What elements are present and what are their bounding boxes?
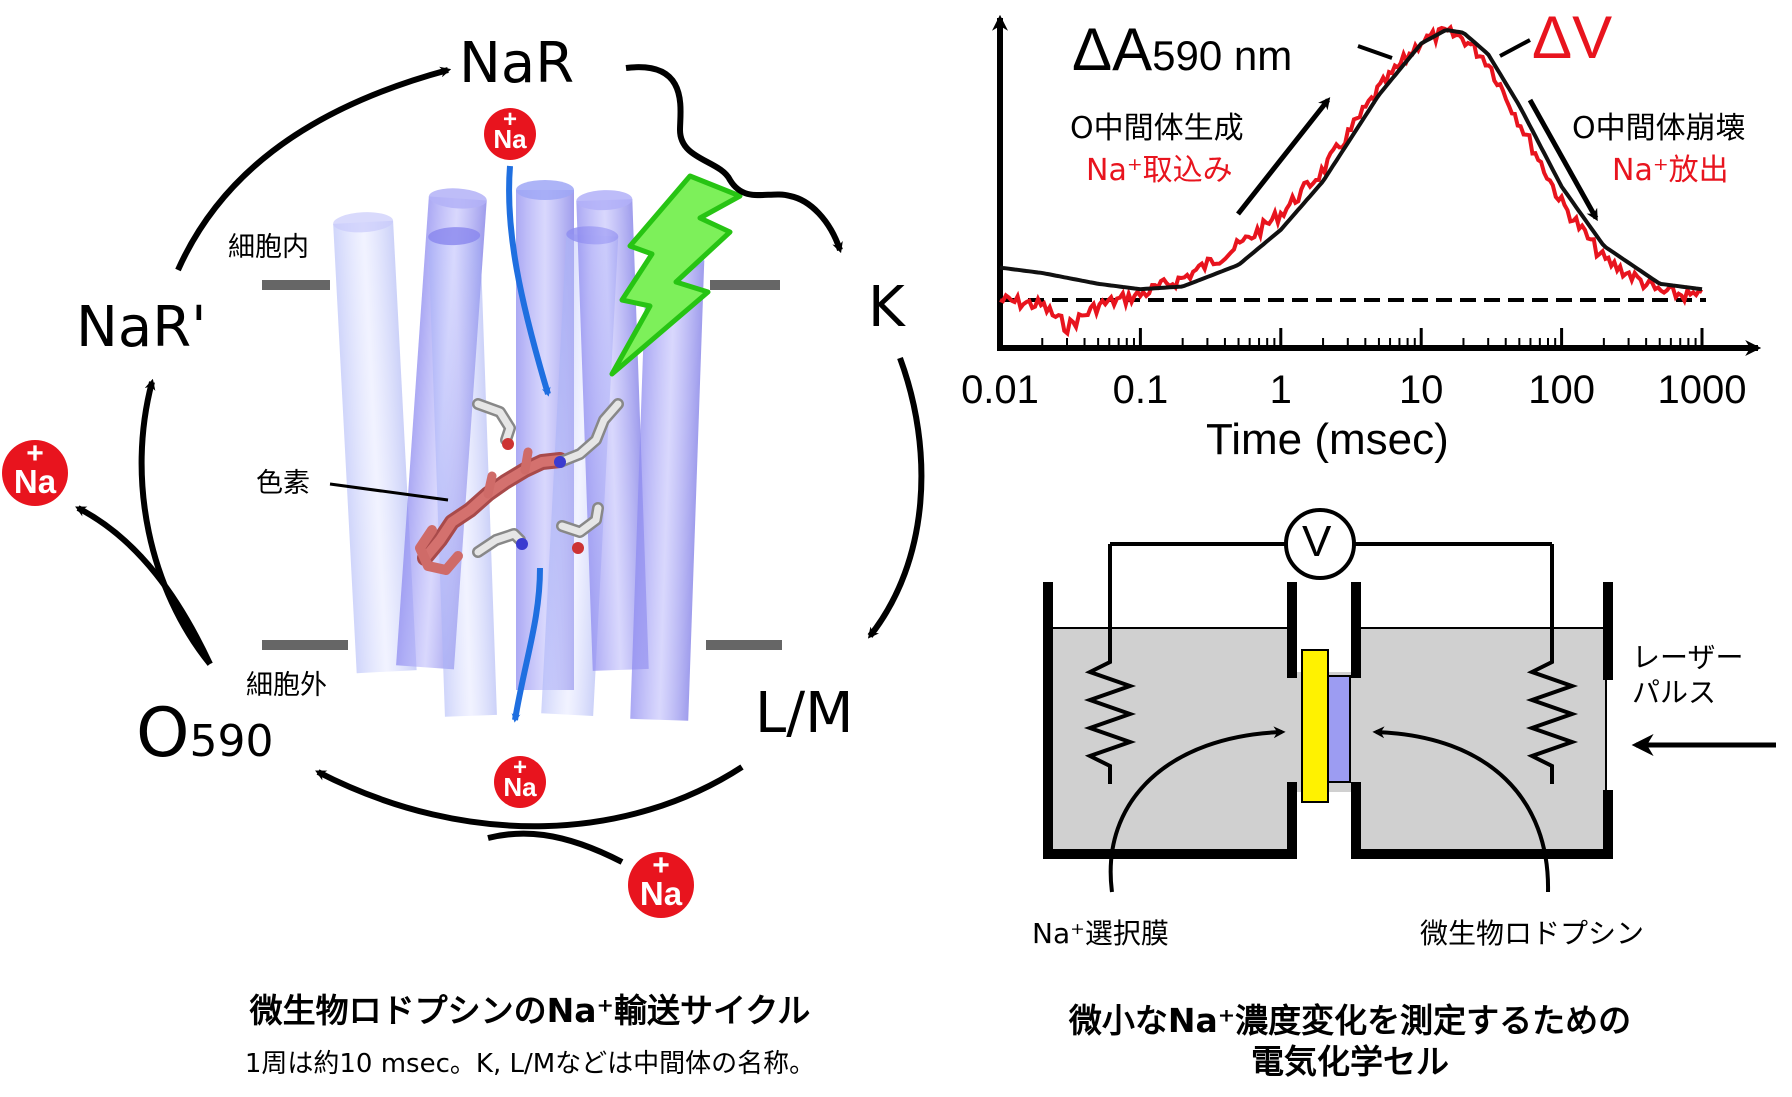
abs-label-main: ΔA bbox=[1072, 16, 1153, 83]
x-axis-ticks bbox=[998, 328, 1704, 348]
cycle-arrow-lm-to-o bbox=[315, 764, 744, 830]
state-label-o-sub: 590 bbox=[189, 716, 274, 767]
laser-pulse-label: レーザー パルス bbox=[1632, 641, 1744, 709]
voltmeter-label: V bbox=[1302, 517, 1332, 566]
membrane-top-right bbox=[710, 280, 780, 290]
cycle-arrow-o-to-narp bbox=[138, 378, 213, 666]
label-chromophore: 色素 bbox=[256, 468, 310, 499]
transport-cycle-diagram bbox=[75, 64, 925, 865]
membrane-top-left bbox=[262, 280, 330, 290]
state-label-nar: NaR bbox=[459, 31, 575, 96]
sodium-ion-icon: +Na bbox=[628, 851, 694, 918]
x-tick-label: 100 bbox=[1528, 368, 1595, 412]
sodium-ion-icon: +Na bbox=[2, 439, 68, 506]
x-tick-label: 1000 bbox=[1657, 368, 1747, 412]
series-line-voltage bbox=[999, 23, 1704, 338]
state-label-o-main: O bbox=[136, 694, 190, 773]
state-label-lm: L/M bbox=[755, 681, 854, 746]
x-tick-label: 0.01 bbox=[961, 368, 1039, 412]
state-label-o590: O590 bbox=[136, 700, 274, 768]
kinetics-chart bbox=[992, 14, 1762, 356]
state-label-k: K bbox=[868, 275, 905, 340]
cycle-caption-title: 微生物ロドプシンのNa⁺輸送サイクル bbox=[249, 991, 811, 1030]
cycle-caption-subtitle: 1周は約10 msec。K, L/Mなどは中間体の名称。 bbox=[244, 1049, 816, 1079]
electrochemical-cell-diagram bbox=[1043, 508, 1776, 893]
solution-left bbox=[1048, 628, 1294, 854]
cell-wall-right bbox=[1351, 782, 1613, 859]
state-label-narp: NaR' bbox=[76, 295, 207, 360]
abs-label-sub: 590 nm bbox=[1152, 32, 1293, 79]
x-axis-label: Time (msec) bbox=[1206, 415, 1449, 464]
label-cell-inside: 細胞内 bbox=[228, 232, 309, 263]
cycle-arrow-nar-to-k-wavy bbox=[625, 64, 843, 254]
rhodopsin-layer bbox=[1327, 675, 1351, 783]
light-lightning-icon bbox=[609, 173, 743, 377]
x-tick-label: 10 bbox=[1398, 368, 1444, 412]
decay-annotation: O中間体崩壊 bbox=[1572, 111, 1746, 146]
cell-wall-left bbox=[1043, 582, 1297, 859]
ion-path-arrow-out bbox=[511, 567, 543, 723]
electrode-right bbox=[1525, 544, 1579, 784]
rise-annotation: O中間体生成 bbox=[1070, 111, 1244, 146]
helix-1 bbox=[333, 212, 417, 674]
rise-annotation-sub: Na⁺取込み bbox=[1086, 153, 1233, 188]
membrane-bottom-right bbox=[706, 640, 782, 650]
sodium-ion-icon: +Na bbox=[484, 108, 536, 160]
cycle-arrow-k-to-lm bbox=[867, 356, 925, 639]
chromophore-pointer bbox=[329, 482, 449, 502]
voltmeter-icon bbox=[1284, 508, 1356, 580]
amino-acid-residues bbox=[472, 398, 624, 558]
sodium-ion-icon: +Na bbox=[494, 756, 546, 808]
chromophore-retinal bbox=[415, 447, 568, 575]
membrane-bottom-left bbox=[262, 640, 348, 650]
abs-label-leader bbox=[1357, 44, 1393, 60]
cycle-arrow-na-uptake bbox=[487, 830, 624, 865]
x-tick-label: 0.1 bbox=[1112, 368, 1169, 412]
decay-arrow bbox=[1527, 98, 1599, 222]
x-tick-label: 1 bbox=[1269, 368, 1292, 412]
absorbance-series-label: ΔA590 nm bbox=[1072, 20, 1292, 80]
electrode-left bbox=[1083, 544, 1137, 784]
membrane-label: Na⁺選択膜 bbox=[1032, 917, 1169, 950]
label-cell-outside: 細胞外 bbox=[246, 670, 327, 701]
cycle-arrow-na-release bbox=[75, 505, 213, 666]
cell-caption: 微小なNa⁺濃度変化を測定するための 電気化学セル bbox=[1068, 1001, 1632, 1082]
helix-3 bbox=[428, 227, 497, 717]
rhodopsin-pointer-arrow bbox=[1372, 726, 1551, 893]
ion-path-arrow-in bbox=[506, 165, 551, 397]
cycle-arrow-narp-to-nar bbox=[175, 66, 452, 272]
voltage-series-label: ΔV bbox=[1532, 4, 1613, 71]
membrane-pointer-arrow bbox=[1108, 726, 1286, 893]
helix-6 bbox=[576, 190, 649, 671]
decay-annotation-sub: Na⁺放出 bbox=[1612, 153, 1729, 188]
volt-label-leader bbox=[1499, 38, 1531, 58]
series-line-absorbance bbox=[999, 28, 1703, 292]
rise-arrow bbox=[1236, 97, 1331, 216]
na-selective-membrane bbox=[1301, 649, 1329, 803]
rhodopsin-label: 微生物ロドプシン bbox=[1420, 917, 1645, 950]
